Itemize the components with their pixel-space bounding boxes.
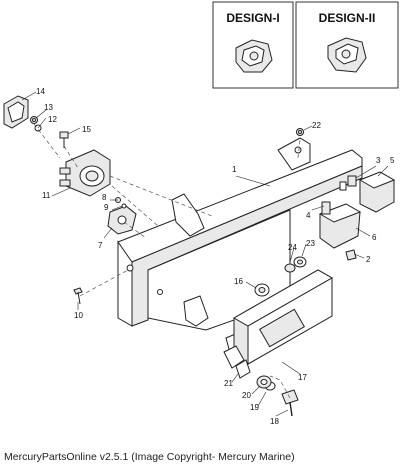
callout-17: 17 <box>298 373 307 382</box>
relay-5 <box>358 171 396 213</box>
nut-13 <box>30 116 38 124</box>
design-1-inset[interactable]: DESIGN-I <box>212 1 294 89</box>
copyright-footer: MercuryPartsOnline v2.5.1 (Image Copyrig… <box>4 451 295 463</box>
callout-23: 23 <box>306 239 315 248</box>
relay-cover-6 <box>318 203 362 249</box>
screw-15 <box>59 131 69 148</box>
callout-16: 16 <box>234 277 243 286</box>
callout-7: 7 <box>98 241 103 250</box>
mounting-bracket <box>117 137 363 361</box>
terminal-3 <box>339 175 357 191</box>
callout-1: 1 <box>232 165 237 174</box>
fuse-4 <box>321 201 331 215</box>
callout-15: 15 <box>82 125 91 134</box>
ecm-module <box>223 269 334 369</box>
washer-24 <box>284 263 296 273</box>
callout-8: 8 <box>102 193 107 202</box>
callout-24: 24 <box>288 243 297 252</box>
design-2-inset[interactable]: DESIGN-II <box>295 1 399 89</box>
callout-12: 12 <box>48 115 57 124</box>
bracket-cap-14 <box>3 95 29 129</box>
starter-solenoid <box>59 149 111 197</box>
nut-22 <box>296 128 304 136</box>
callout-5: 5 <box>390 156 395 165</box>
clip-2 <box>345 249 357 261</box>
washer-23 <box>293 256 307 268</box>
callout-2: 2 <box>366 255 371 264</box>
callout-labels: 1 2 3 4 5 6 7 8 9 10 11 12 13 14 15 16 1… <box>36 87 395 426</box>
callout-19: 19 <box>250 403 259 412</box>
bolt-18 <box>281 389 299 417</box>
callout-18: 18 <box>270 417 279 426</box>
bracket-21 <box>235 359 251 379</box>
callout-10: 10 <box>74 311 83 320</box>
bolt-10 <box>73 287 83 305</box>
callout-20: 20 <box>242 391 251 400</box>
callout-22: 22 <box>312 121 321 130</box>
design-1-label: DESIGN-I <box>226 11 279 25</box>
callout-13: 13 <box>44 103 53 112</box>
grommet-20 <box>256 375 272 389</box>
leader-lines <box>21 91 389 417</box>
callout-6: 6 <box>372 233 377 242</box>
callout-21: 21 <box>224 379 233 388</box>
callout-4: 4 <box>306 211 311 220</box>
design-2-relay-image <box>327 37 367 73</box>
assembly-lines <box>33 123 301 399</box>
design-2-label: DESIGN-II <box>319 11 376 25</box>
callout-14: 14 <box>36 87 45 96</box>
callout-11: 11 <box>42 191 51 200</box>
design-1-relay-image <box>235 39 273 73</box>
callout-3: 3 <box>376 156 381 165</box>
grommet-16 <box>254 283 270 297</box>
callout-9: 9 <box>104 203 109 212</box>
